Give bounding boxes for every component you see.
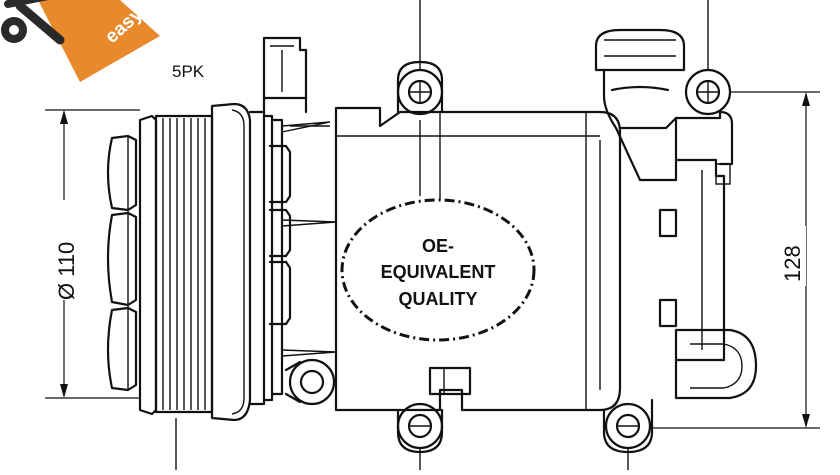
badge-line-3: QUALITY xyxy=(399,289,478,309)
logo-orange-tag xyxy=(38,0,160,82)
badge-line-2: EQUIVALENT xyxy=(381,262,496,282)
rear-head xyxy=(594,0,758,470)
pulley-assembly xyxy=(106,102,252,470)
pulley-diameter-label: Ø 110 xyxy=(54,242,79,300)
height-dimension: 128 xyxy=(650,91,820,429)
wrench-icon xyxy=(1,0,65,45)
badge-ellipse xyxy=(340,198,536,342)
oe-quality-badge: OE- EQUIVALENT QUALITY xyxy=(340,198,536,342)
easyfit-logo: easyfit xyxy=(1,0,161,82)
front-housing xyxy=(248,36,337,406)
belt-profile-label: 5PK xyxy=(172,62,205,81)
compressor-body xyxy=(334,0,622,470)
pulley-diameter-dimension: Ø 110 xyxy=(45,109,140,399)
height-label: 128 xyxy=(780,245,805,282)
badge-line-1: OE- xyxy=(422,236,454,256)
